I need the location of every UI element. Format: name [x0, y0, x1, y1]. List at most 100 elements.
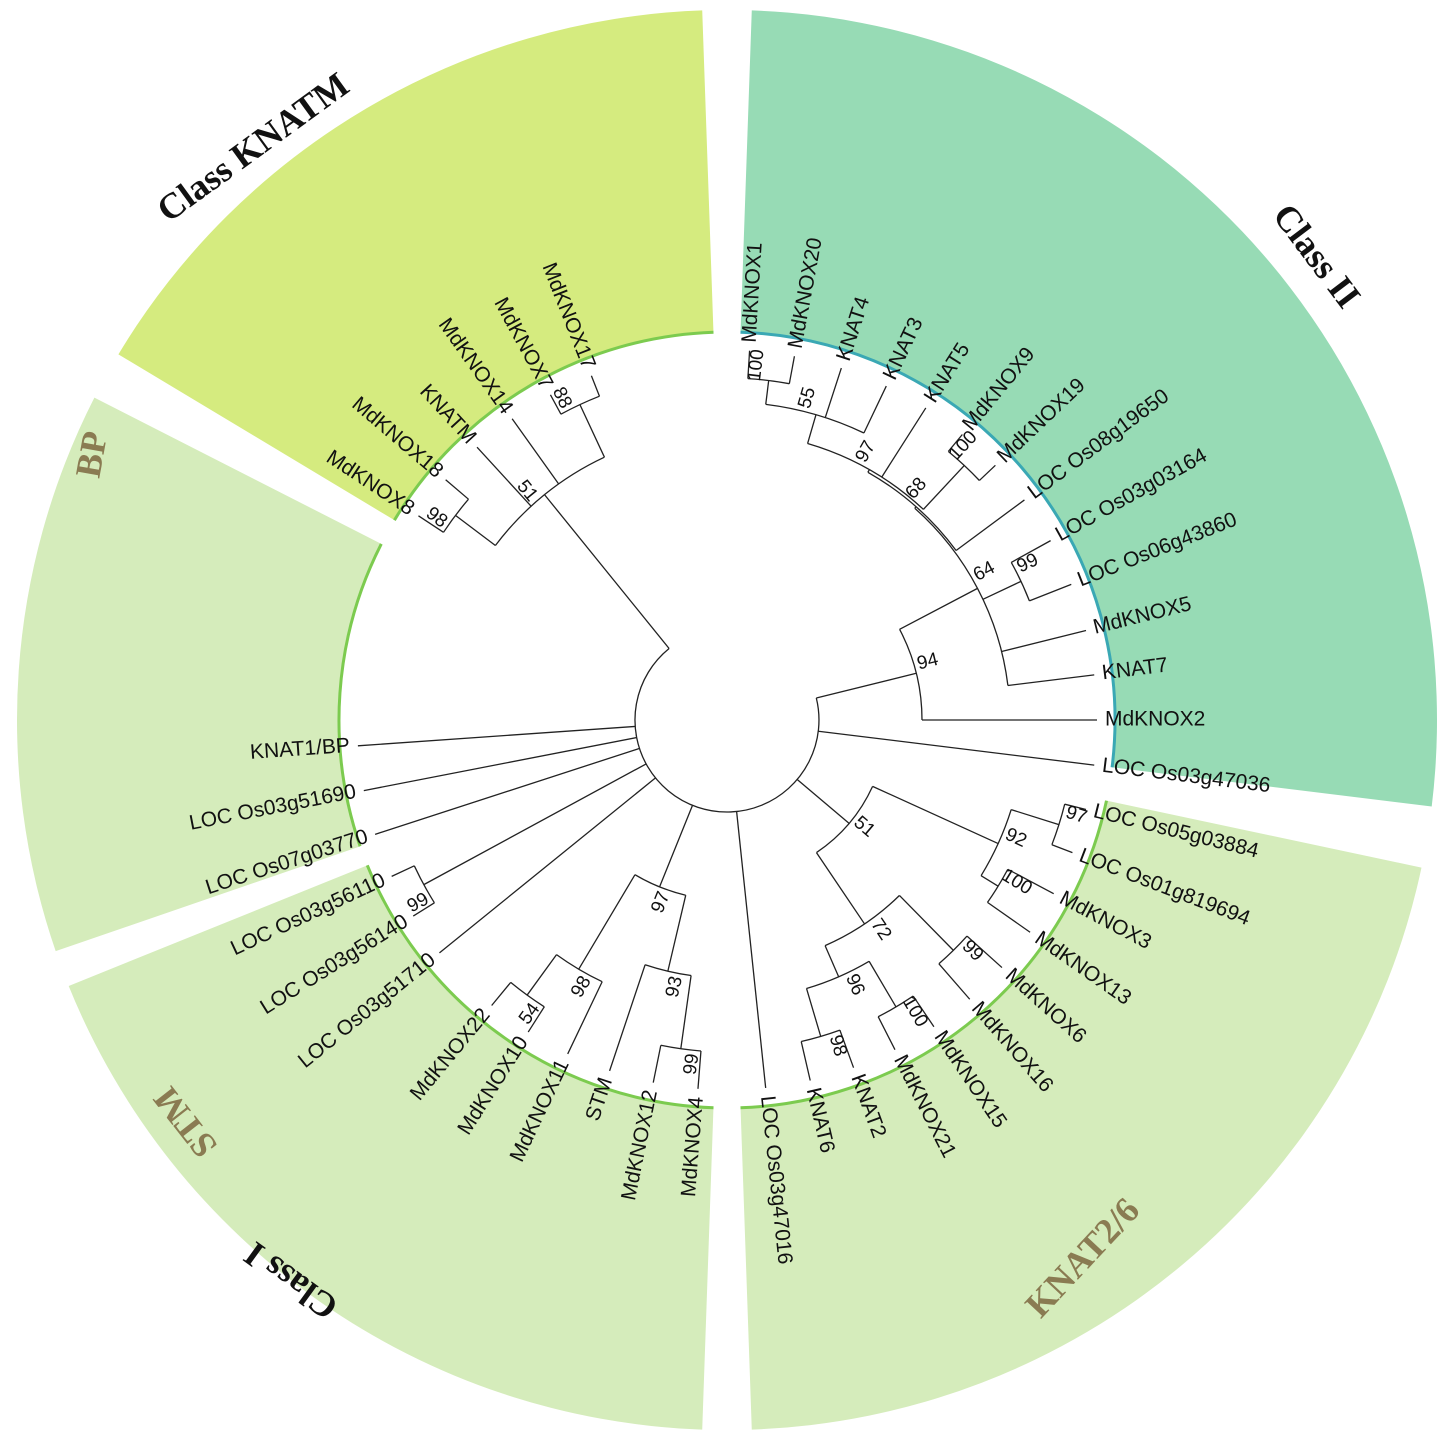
- branch-arc: [494, 456, 605, 546]
- branch-radial: [527, 1006, 545, 1033]
- branch-radial: [863, 385, 887, 434]
- branch-radial: [978, 464, 996, 481]
- branch-arc: [634, 874, 686, 896]
- branch-radial: [982, 580, 1022, 600]
- branch-radial: [824, 367, 842, 418]
- bootstrap-label: 51: [849, 812, 879, 842]
- bootstrap-label: 55: [794, 385, 820, 411]
- branch-radial: [1001, 629, 1087, 653]
- branch-radial: [511, 418, 560, 485]
- branch-radial: [955, 499, 1025, 551]
- band-class-ii: [740, 10, 1437, 807]
- branch-arc: [816, 786, 874, 854]
- branch-radial: [543, 494, 670, 649]
- bootstrap-label: 99: [1014, 549, 1042, 577]
- branch-radial: [697, 1050, 702, 1089]
- branch-radial: [1029, 583, 1072, 602]
- branch-radial: [938, 963, 971, 1000]
- branch-arc: [765, 403, 865, 434]
- branch-radial: [806, 414, 817, 444]
- branch-radial: [816, 672, 917, 699]
- branch-radial: [824, 945, 840, 978]
- branch-arc: [899, 628, 923, 721]
- bootstrap-label: 94: [915, 649, 941, 675]
- branch-radial: [912, 995, 935, 1028]
- bootstrap-label: 68: [901, 474, 931, 504]
- branch-radial: [805, 988, 822, 1037]
- bootstrap-label: 97: [1063, 802, 1089, 828]
- band-class-knatm: [118, 10, 714, 521]
- branch-radial: [818, 730, 1095, 766]
- bootstrap-label: 98: [825, 1033, 851, 1059]
- branch-radial: [839, 1029, 855, 1068]
- band-stm-edge: [365, 864, 714, 1110]
- branch-arc: [824, 895, 900, 947]
- branch-radial: [608, 964, 646, 1072]
- branch-radial: [590, 375, 601, 397]
- branch-radial: [658, 805, 694, 888]
- band-class-ii-edge: [740, 330, 1117, 768]
- branch-radial: [947, 434, 963, 452]
- branch-radial: [800, 1041, 811, 1081]
- branch-radial: [680, 975, 692, 1049]
- band-class-knatm-edge: [393, 330, 714, 521]
- branch-arc: [914, 507, 1009, 686]
- clade-bands: [17, 10, 1437, 1430]
- branch-radial: [898, 895, 954, 951]
- bootstrap-label: 96: [841, 971, 869, 999]
- bootstrap-label: 93: [662, 974, 687, 999]
- branch-arc: [807, 442, 924, 510]
- branch-radial: [412, 902, 435, 917]
- branch-radial: [1064, 803, 1087, 811]
- branch-arc: [1051, 804, 1066, 845]
- branch-arc: [806, 960, 870, 990]
- branch-radial: [815, 852, 866, 925]
- branch-radial: [652, 1045, 662, 1083]
- branch-radial: [455, 514, 496, 546]
- branch-radial: [987, 901, 1031, 933]
- bootstrap-label: 99: [680, 1052, 704, 1076]
- bootstrap-label: 97: [647, 889, 674, 916]
- bootstrap-label: 51: [512, 476, 542, 506]
- branch-radial: [667, 895, 687, 972]
- bootstrap-label: 92: [1002, 824, 1030, 852]
- tree-branches: [357, 350, 1097, 1089]
- branch-radial: [567, 981, 603, 1055]
- bootstrap-label: 100: [898, 993, 932, 1031]
- clade-label-bp: BP: [68, 428, 115, 480]
- branch-radial: [423, 763, 647, 886]
- bootstrap-label: 99: [958, 936, 988, 966]
- branch-radial: [391, 865, 415, 877]
- branch-radial: [1007, 868, 1054, 895]
- band-bp-edge: [337, 543, 383, 847]
- branch-radial: [872, 785, 999, 845]
- branch-radial: [980, 875, 999, 887]
- bootstrap-label: 100: [744, 348, 769, 382]
- branch-radial: [899, 587, 978, 630]
- bootstrap-label: 88: [548, 384, 576, 412]
- branch-radial: [1011, 808, 1060, 826]
- band-knat26: [740, 800, 1422, 1430]
- branch-radial: [765, 380, 770, 405]
- branch-radial: [578, 874, 636, 970]
- branch-radial: [1010, 540, 1051, 564]
- branch-arc: [560, 395, 600, 415]
- band-stm: [68, 865, 714, 1430]
- leaf-label: MdKNOX2: [1105, 708, 1205, 731]
- branch-arc: [867, 471, 957, 551]
- branch-radial: [735, 811, 767, 1089]
- branch-radial: [796, 778, 850, 824]
- branch-radial: [868, 960, 897, 1008]
- branch-radial: [439, 777, 656, 954]
- branch-radial: [1051, 844, 1073, 854]
- branch-arc: [980, 809, 1012, 877]
- branch-radial: [579, 404, 606, 458]
- branch-radial: [445, 479, 469, 500]
- branch-radial: [1007, 674, 1095, 687]
- branch-radial: [549, 394, 562, 415]
- branch-radial: [374, 747, 640, 835]
- branch-radial: [357, 725, 636, 747]
- branch-radial: [526, 954, 558, 996]
- branch-radial: [418, 515, 444, 533]
